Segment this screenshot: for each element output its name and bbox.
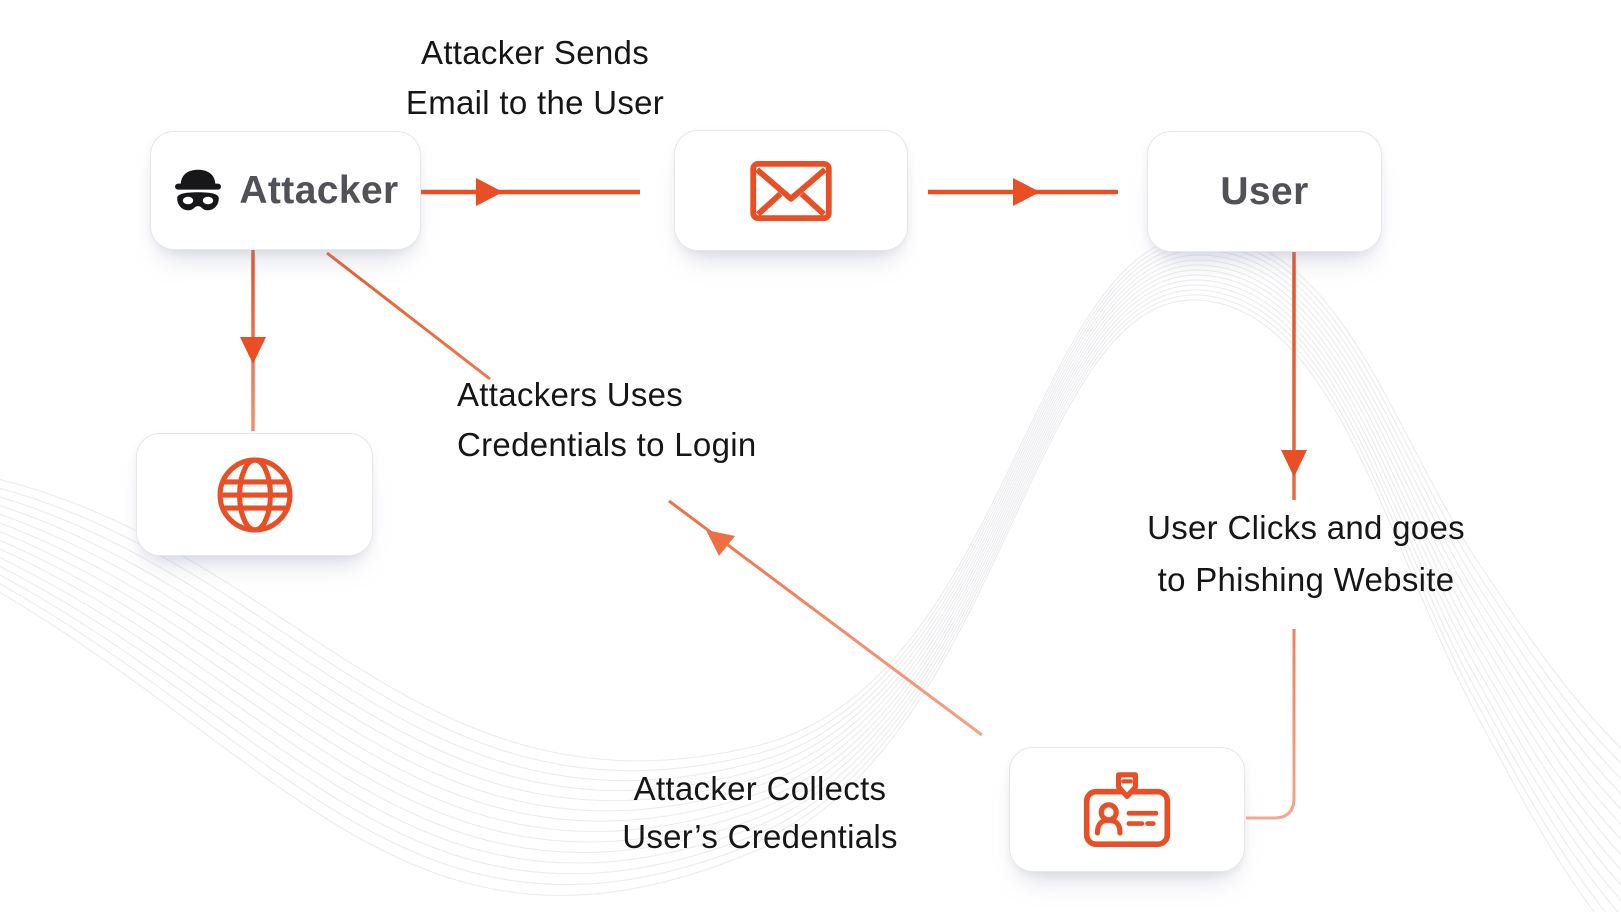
arrow-user-to-clicks-caption [1281,252,1307,500]
node-phishing-website [136,433,373,556]
globe-icon [214,454,296,536]
caption-send-email-line1: Attacker Sends [421,34,649,71]
caption-send-email: Attacker Sends Email to the User [406,28,664,128]
caption-use-credentials: Attackers Uses Credentials to Login [457,370,757,470]
caption-collect-credentials: Attacker Collects User’s Credentials [622,765,898,861]
caption-collect-credentials-line1: Attacker Collects [633,770,887,807]
arrow-attacker-to-email [421,178,640,206]
caption-user-clicks: User Clicks and goes to Phishing Website [1147,502,1465,606]
attacker-label: Attacker [239,169,399,212]
node-email [674,130,908,251]
arrow-attacker-to-website [240,250,266,431]
caption-use-credentials-line2: Credentials to Login [457,426,757,463]
arrow-email-to-user [928,178,1118,206]
envelope-icon [749,160,833,222]
thief-mask-icon [172,167,224,214]
caption-use-credentials-line1: Attackers Uses [457,376,684,413]
node-user: User [1147,131,1382,252]
line-attacker-to-login-caption [326,251,491,381]
id-card-icon [1082,769,1172,850]
node-credentials [1009,747,1245,872]
caption-user-clicks-line2: to Phishing Website [1157,561,1455,598]
user-label: User [1220,170,1309,213]
arrow-credentials-to-login-caption [668,499,983,737]
connector-clicks-caption-to-credentials [1246,629,1296,820]
caption-collect-credentials-line2: User’s Credentials [622,818,898,855]
caption-send-email-line2: Email to the User [405,84,665,121]
caption-user-clicks-line1: User Clicks and goes [1147,509,1465,546]
node-attacker: Attacker [150,131,421,250]
